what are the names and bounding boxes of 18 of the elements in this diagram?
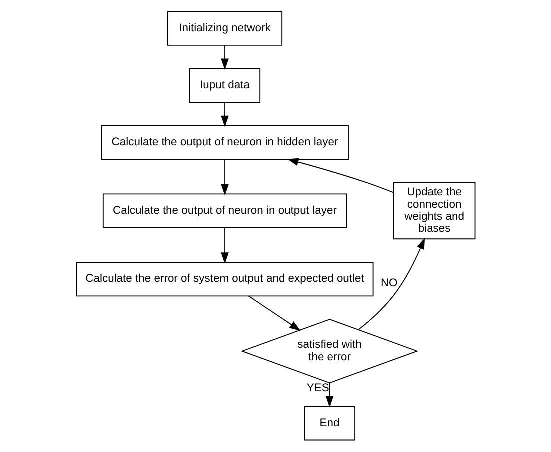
arrow	[220, 102, 228, 128]
arrow	[325, 382, 334, 408]
arrow	[220, 45, 228, 70]
arrow	[220, 228, 228, 264]
arrow	[358, 238, 425, 330]
edge-label: NO	[380, 277, 398, 290]
node-box: Update the connection weights and biases	[392, 182, 476, 240]
arrow	[286, 158, 394, 194]
node-box: Initializing network	[166, 11, 282, 46]
node-box: End	[304, 406, 356, 441]
edge-label: YES	[306, 382, 329, 394]
node-box: Calculate the error of system output and expected outlet	[76, 262, 374, 297]
node-diamond: satisfied with the error	[240, 319, 418, 384]
node-box: Calculate the output of neuron in hidden layer	[100, 125, 348, 160]
arrow	[220, 159, 228, 196]
node-box: Iuput data	[188, 68, 260, 103]
arrow	[248, 296, 300, 332]
node-box: Calculate the output of neuron in output layer	[102, 194, 347, 228]
